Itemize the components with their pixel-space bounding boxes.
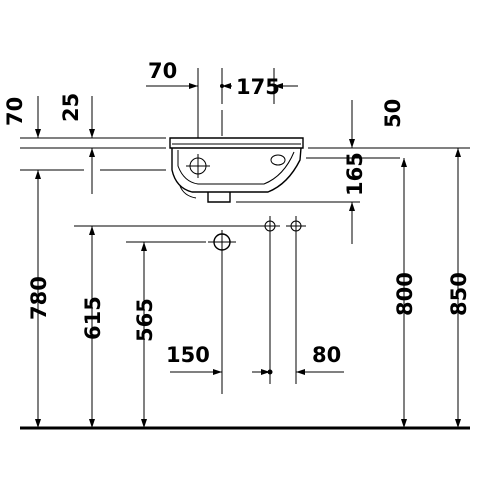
dim-165-label: 165 bbox=[343, 152, 367, 196]
dim-right-top-group: 50 165 bbox=[236, 99, 470, 244]
dim-70-top-label: 70 bbox=[148, 59, 177, 83]
dim-80-label: 80 bbox=[312, 343, 341, 367]
dim-850-label: 850 bbox=[447, 272, 471, 316]
dim-50-label: 50 bbox=[381, 99, 405, 128]
dim-175-label: 175 bbox=[236, 75, 280, 99]
dim-800-group: 800 bbox=[393, 158, 417, 428]
dim-25-label: 25 bbox=[59, 93, 83, 122]
tap-hole-icon bbox=[186, 154, 210, 178]
overflow-icon bbox=[270, 154, 286, 166]
dim-565-label: 565 bbox=[133, 298, 157, 342]
dim-left-top-group: 70 25 bbox=[3, 93, 166, 194]
connection-points bbox=[74, 216, 306, 394]
basin bbox=[169, 137, 304, 203]
supply-right-icon bbox=[286, 216, 306, 236]
dim-150-label: 150 bbox=[166, 343, 210, 367]
dim-615-group: 615 bbox=[81, 226, 105, 428]
dim-565-group: 565 bbox=[133, 242, 157, 428]
dim-850-group: 850 bbox=[447, 148, 471, 428]
supply-left-icon bbox=[260, 216, 280, 236]
dim-780-group: 780 bbox=[27, 170, 51, 428]
dim-70-left-label: 70 bbox=[3, 97, 27, 126]
waste-connection-icon bbox=[208, 230, 236, 254]
dim-bottom-group: 150 80 bbox=[166, 343, 344, 375]
dim-top-group: 70 175 bbox=[146, 59, 298, 138]
dim-615-label: 615 bbox=[81, 296, 105, 340]
dim-780-label: 780 bbox=[27, 276, 51, 320]
dim-800-label: 800 bbox=[393, 272, 417, 316]
